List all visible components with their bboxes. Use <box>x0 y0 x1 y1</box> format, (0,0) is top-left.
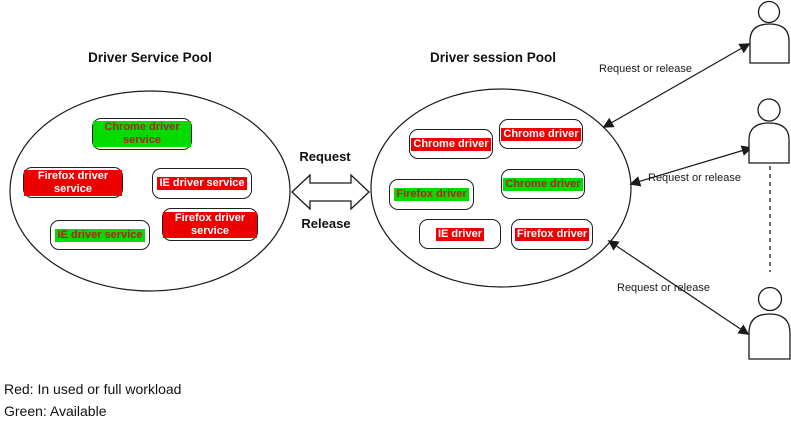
session-box-label: Firefox driver <box>394 188 469 201</box>
legend-red: Red: In used or full workload <box>4 381 182 397</box>
session-pool-title: Driver session Pool <box>429 50 557 65</box>
user1-link-arrow <box>602 43 751 128</box>
service-box: IE driver service <box>152 168 252 199</box>
service-box: IE driver service <box>50 220 150 250</box>
service-box-label: Firefox driver service <box>24 169 122 196</box>
user-icon <box>749 0 790 64</box>
user-icon <box>748 98 790 164</box>
service-box-label: Firefox driver service <box>163 211 257 238</box>
session-box: Chrome driver <box>409 129 493 159</box>
session-box: IE driver <box>419 219 501 249</box>
legend-green: Green: Available <box>4 403 107 419</box>
user2-link-arrow <box>629 145 753 187</box>
service-pool-title: Driver Service Pool <box>88 50 212 65</box>
session-box-label: IE driver <box>435 227 485 241</box>
user2-link-label: Request or release <box>648 172 741 184</box>
service-box: Firefox driver service <box>162 208 258 241</box>
session-box: Firefox driver <box>511 219 593 250</box>
session-box: Chrome driver <box>501 169 585 199</box>
service-box-label: IE driver service <box>55 228 145 242</box>
user1-link-label: Request or release <box>599 63 692 75</box>
user3-link-label: Request or release <box>617 282 710 294</box>
user-icon <box>748 286 791 360</box>
session-box-label: Chrome driver <box>503 177 583 191</box>
session-box: Firefox driver <box>389 179 474 210</box>
request-release-double-arrow <box>291 173 370 211</box>
session-box-label: Chrome driver <box>501 127 581 141</box>
request-label: Request <box>299 149 351 164</box>
session-box-label: Firefox driver <box>514 228 590 241</box>
session-box-label: Chrome driver <box>411 137 491 151</box>
session-box: Chrome driver <box>499 119 583 149</box>
service-box: Chrome driver service <box>92 118 192 150</box>
service-box-label: IE driver service <box>157 177 247 190</box>
service-box-label: Chrome driver service <box>93 121 191 147</box>
release-label: Release <box>301 216 351 231</box>
user3-link-arrow <box>607 240 750 335</box>
service-box: Firefox driver service <box>23 167 123 198</box>
service-pool-ellipse <box>9 90 291 292</box>
session-pool-ellipse <box>370 88 632 288</box>
